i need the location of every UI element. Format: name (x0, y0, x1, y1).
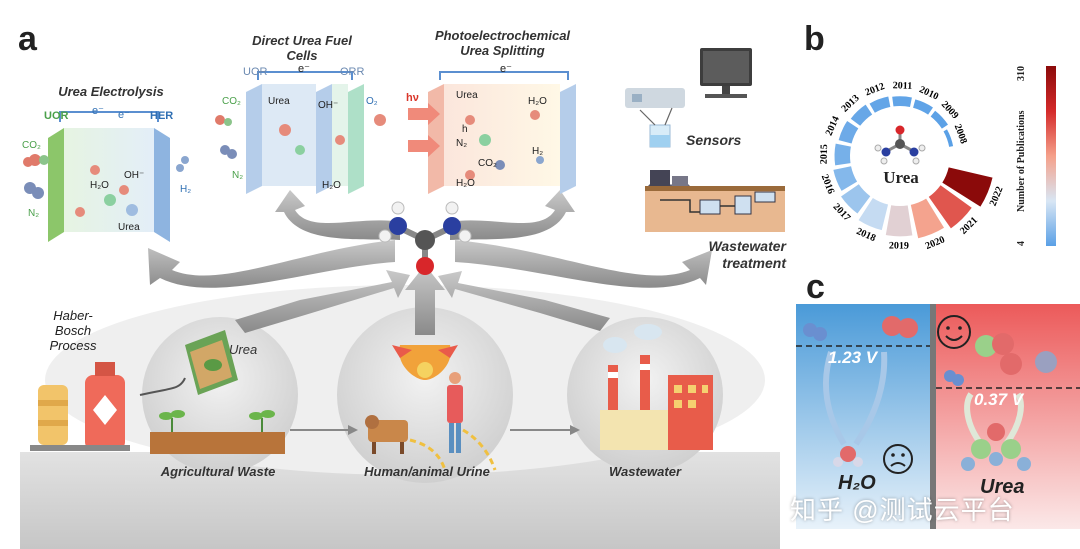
co2-label-1: CO₂ (22, 140, 41, 151)
voltage-urea: 0.37 V (974, 390, 1024, 409)
radial-tick-2014: 2014 (824, 115, 842, 138)
fuel-cell-title-line1: Direct Urea Fuel (252, 33, 352, 48)
photo-title-line1: Photoelectrochemical (434, 28, 571, 43)
radial-bar-2012 (869, 96, 891, 113)
h2o-label-3: H₂O (456, 178, 475, 189)
panel-a-graphics (20, 48, 785, 549)
n2-label-2: N₂ (232, 170, 244, 181)
h2-label-2: H₂ (532, 146, 544, 157)
urea-label-1: Urea (118, 222, 140, 233)
hv-label: hν (406, 92, 419, 104)
wastewater-treatment-line1: Wastewater (708, 238, 786, 254)
radial-tick-2008: 2008 (952, 123, 969, 146)
label-urea: Urea (980, 476, 1025, 498)
h2o-label-2: H₂O (322, 180, 341, 191)
source-urine: Human/animal Urine (364, 464, 490, 479)
radial-bar-chart: 2008200920102011201220132014201520162017… (819, 80, 1006, 252)
colorbar-title: Number of Publications (1016, 110, 1027, 212)
haber-line3: Process (49, 338, 97, 353)
fuel-cell-title-line2: Cells (286, 48, 318, 63)
radial-bar-2018 (858, 198, 889, 231)
colorbar-max: 310 (1016, 66, 1027, 81)
haber-line1: Haber- (53, 308, 93, 323)
radial-tick-2022: 2022 (988, 185, 1006, 208)
colorbar-min: 4 (1016, 241, 1027, 246)
radial-tick-2019: 2019 (889, 240, 909, 251)
co2-label-2: CO₂ (222, 96, 241, 107)
panel-a-letter: a (18, 20, 37, 58)
radial-tick-2016: 2016 (819, 173, 837, 196)
urea-label-2: Urea (268, 96, 290, 107)
colorbar (1046, 66, 1056, 246)
radial-bar-2009 (930, 110, 948, 129)
e-label-2: e⁻ (118, 109, 130, 121)
radial-bar-2008 (943, 129, 954, 147)
radial-bar-2011 (892, 96, 912, 108)
haber-bosch-label: Haber- Bosch Process (40, 308, 106, 353)
urea-label-3: Urea (456, 90, 478, 101)
her-label: HER (150, 110, 174, 122)
radial-bar-2022 (942, 167, 993, 207)
e-label-3: e⁻ (298, 63, 310, 75)
fuel-cell-title: Direct Urea Fuel Cells (232, 33, 372, 63)
radial-tick-2018: 2018 (855, 226, 878, 244)
h2-label-1: H₂ (180, 184, 192, 195)
sensors-label: Sensors (686, 132, 742, 148)
oh-label-2: OH⁻ (318, 100, 339, 111)
urea-molecule-icon (874, 125, 926, 165)
radial-bar-2013 (850, 104, 873, 126)
o2-label: O₂ (366, 96, 378, 107)
radial-bar-2016 (833, 166, 858, 191)
photo-title-line2: Urea Splitting (460, 43, 545, 58)
h-label: h (462, 124, 468, 135)
radial-tick-2012: 2012 (864, 81, 887, 98)
h2o-label-4: H₂O (528, 96, 547, 107)
n2-label-1: N₂ (28, 208, 40, 219)
radial-bar-2021 (928, 185, 972, 229)
radial-tick-2010: 2010 (917, 84, 940, 102)
oh-label-1: OH⁻ (124, 170, 145, 181)
radial-bar-2020 (910, 198, 945, 239)
source-agricultural: Agricultural Waste (160, 464, 276, 479)
co2-label-3: CO₂ (478, 158, 497, 169)
h2o-label-1: H₂O (90, 180, 109, 191)
radial-bar-2014 (838, 121, 859, 144)
electrolysis-title: Urea Electrolysis (58, 84, 164, 99)
radial-bar-2017 (841, 184, 871, 214)
radial-tick-2020: 2020 (924, 234, 947, 252)
wastewater-treatment-line2: treatment (722, 255, 786, 271)
haber-line2: Bosch (54, 323, 92, 338)
panel-c-graphics (796, 304, 1080, 529)
uor-label-2: UOR (243, 66, 268, 78)
e-label-4: e⁻ (500, 63, 512, 75)
source-wastewater: Wastewater (608, 464, 681, 479)
radial-bar-2015 (834, 143, 851, 166)
watermark: 知乎 @测试云平台 (790, 495, 1015, 525)
radial-tick-2015: 2015 (819, 144, 830, 164)
n2-label-3: N₂ (456, 138, 468, 149)
label-water: H₂O (838, 472, 876, 494)
voltage-water: 1.23 V (828, 348, 878, 367)
panel-b-letter: b (804, 20, 825, 58)
radial-tick-2011: 2011 (893, 80, 913, 92)
photo-title: Photoelectrochemical Urea Splitting (420, 28, 585, 58)
uor-label-1: UOR (44, 110, 69, 122)
e-label-1: e⁻ (92, 105, 104, 117)
radial-bar-2019 (885, 205, 913, 237)
colorbar-labels: 4 Number of Publications 310 (1016, 66, 1040, 246)
panel-c-letter: c (806, 268, 825, 306)
radial-center-label: Urea (883, 168, 919, 187)
wastewater-treatment-label: Wastewater treatment (700, 238, 786, 272)
urea-bag-label: Urea (229, 342, 258, 357)
orr-label: ORR (340, 66, 365, 78)
radial-bar-2010 (913, 99, 933, 115)
